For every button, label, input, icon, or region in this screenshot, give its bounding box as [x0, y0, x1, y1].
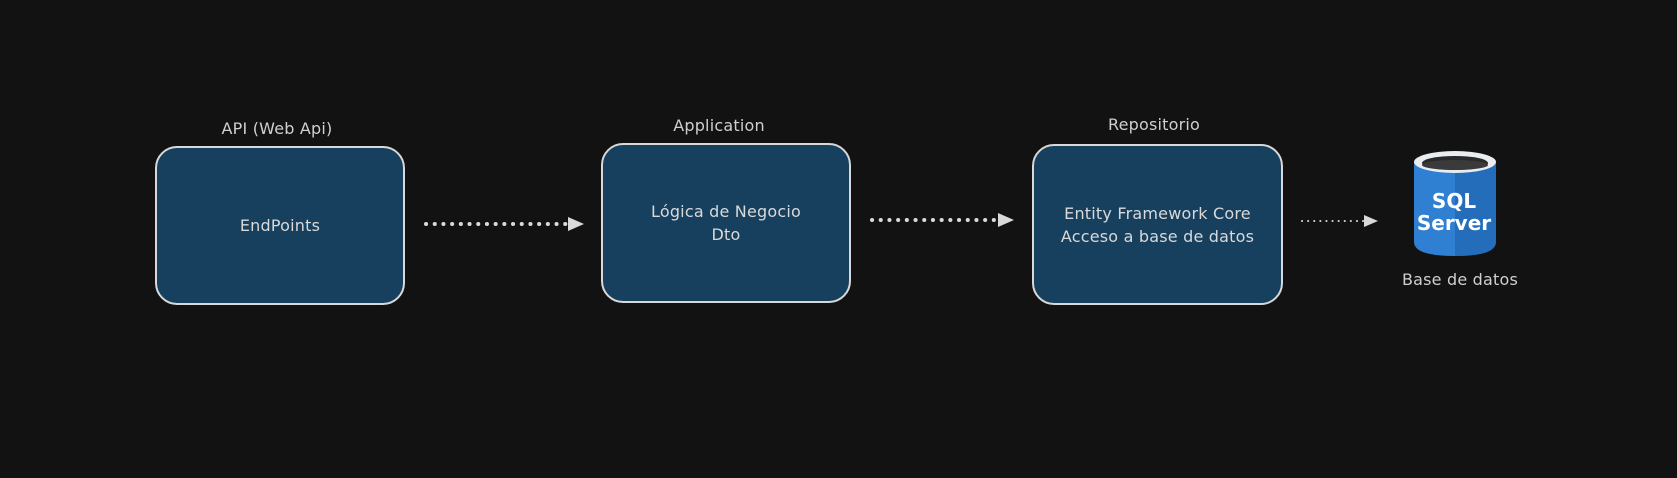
api-box-line: EndPoints	[239, 216, 321, 235]
api-caption: API (Web Api)	[221, 119, 333, 138]
application-box-line-2: Dto	[711, 225, 741, 244]
api-box[interactable]: EndPoints	[155, 146, 405, 305]
repository-box[interactable]: Entity Framework Core Acceso a base de d…	[1032, 144, 1283, 305]
arrow-api-to-application	[424, 217, 584, 231]
database-caption: Base de datos	[1401, 270, 1519, 289]
sql-server-icon-text-2: Server	[1417, 211, 1491, 235]
sql-server-icon-text-1: SQL	[1432, 189, 1476, 213]
repository-box-line-2: Acceso a base de datos	[1060, 226, 1255, 246]
sql-server-icon: SQL Server	[1414, 151, 1496, 256]
repository-box-line-1: Entity Framework Core	[1064, 203, 1251, 223]
repository-caption: Repositorio	[1107, 115, 1201, 134]
application-caption: Application	[673, 116, 765, 135]
application-box-line-1: Lógica de Negocio	[651, 202, 801, 221]
application-box[interactable]: Lógica de Negocio Dto	[601, 143, 851, 303]
arrow-application-to-repository	[870, 213, 1014, 227]
arrow-repository-to-database	[1301, 215, 1378, 227]
